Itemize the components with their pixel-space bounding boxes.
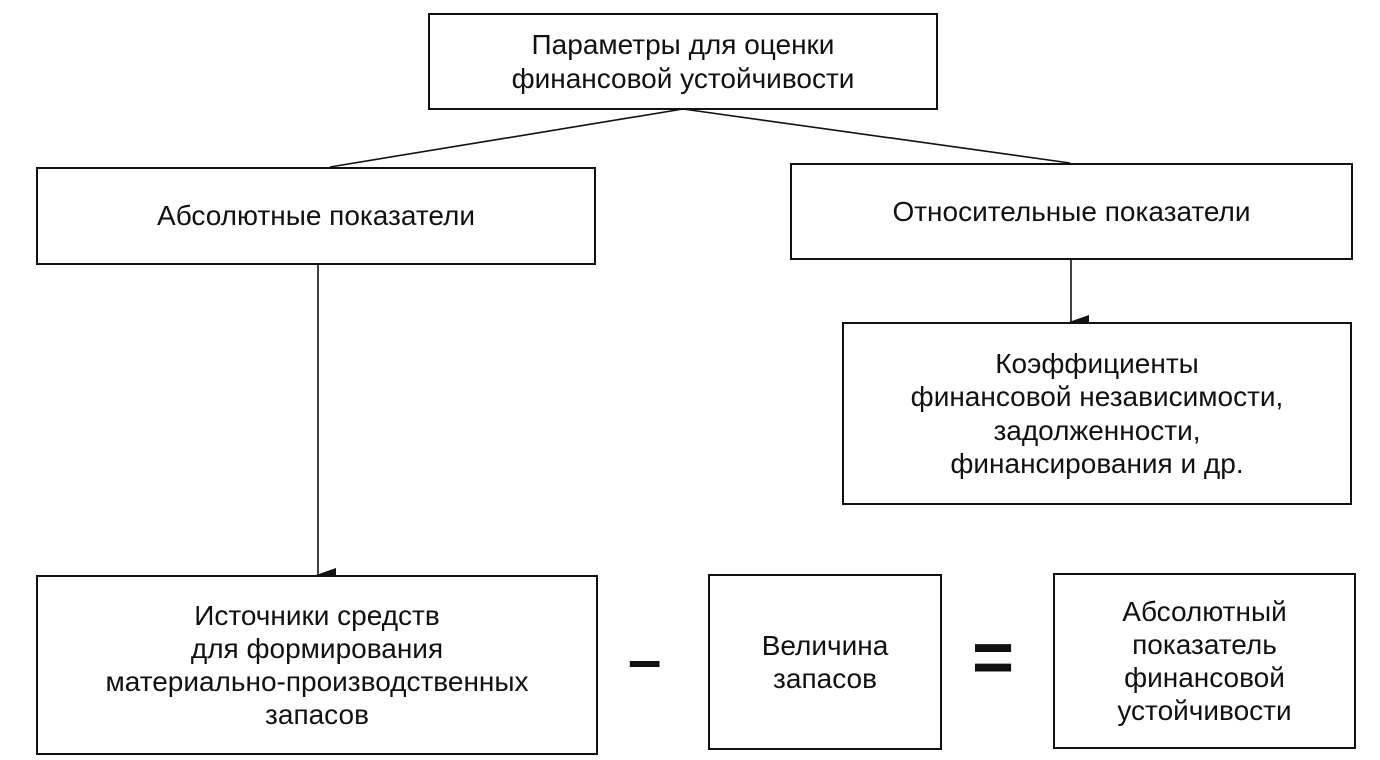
- connector-root-absolute: [329, 108, 684, 168]
- root-node: Параметры для оценки финансовой устойчив…: [428, 13, 938, 110]
- result-label: Абсолютный показатель финансовой устойчи…: [1117, 595, 1292, 727]
- absolute-indicators-label: Абсолютные показатели: [157, 200, 475, 232]
- funding-sources-label: Источники средств для формирования матер…: [105, 599, 529, 731]
- relative-indicators-node: Относительные показатели: [790, 163, 1353, 260]
- result-node: Абсолютный показатель финансовой устойчи…: [1053, 573, 1356, 749]
- equals-operator: =: [972, 618, 1015, 698]
- coefficients-node: Коэффициенты финансовой независимости, з…: [842, 322, 1352, 505]
- funding-sources-node: Источники средств для формирования матер…: [36, 575, 598, 755]
- inventory-node: Величина запасов: [708, 574, 942, 750]
- connector-root-relative: [682, 108, 1071, 164]
- minus-operator: –: [628, 626, 662, 693]
- inventory-label: Величина запасов: [761, 629, 889, 694]
- coefficients-label: Коэффициенты финансовой независимости, з…: [910, 348, 1284, 479]
- relative-indicators-label: Относительные показатели: [892, 195, 1251, 227]
- absolute-indicators-node: Абсолютные показатели: [36, 167, 596, 265]
- root-node-label: Параметры для оценки финансовой устойчив…: [511, 29, 855, 94]
